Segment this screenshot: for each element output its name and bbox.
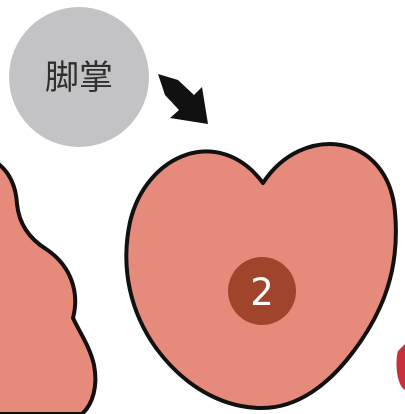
cropped-fragment-right — [396, 344, 405, 390]
partial-toe-pad-left — [0, 162, 98, 414]
number-badge-text: 2 — [250, 271, 274, 314]
number-badge: 2 — [228, 257, 296, 325]
label-text: 脚掌 — [45, 58, 113, 98]
number-badge-circle — [228, 257, 296, 325]
label-bubble-circle — [9, 7, 149, 147]
label-bubble: 脚掌 — [9, 7, 149, 147]
pointer-arrow-icon — [158, 74, 208, 124]
